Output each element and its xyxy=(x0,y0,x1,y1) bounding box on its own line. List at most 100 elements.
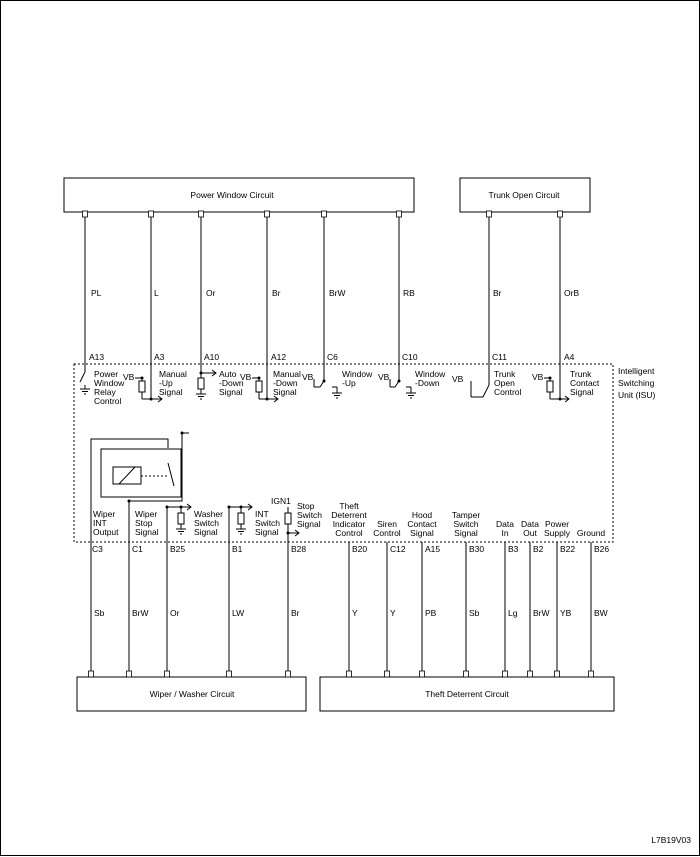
signal-label: Switch xyxy=(194,518,219,528)
signal-label: Contact xyxy=(570,378,600,388)
signal-label: Signal xyxy=(159,387,183,397)
signal-label: Out xyxy=(523,528,537,538)
vb-label: VB xyxy=(378,372,390,382)
signal-label: Signal xyxy=(454,528,478,538)
connector-pin xyxy=(148,210,154,218)
connector-pin xyxy=(198,210,204,218)
signal-label: Siren xyxy=(377,519,397,529)
wire-color-label: LW xyxy=(232,608,244,618)
signal-label: Trunk xyxy=(494,369,516,379)
pin-label: C1 xyxy=(132,544,143,554)
junction-dot xyxy=(149,397,153,401)
isu-bottom-internals: Washer Switch Signal INT Switch Signal I… xyxy=(93,496,605,542)
signal-label: Signal xyxy=(570,387,594,397)
connector-pin xyxy=(554,670,560,678)
pin-label: B20 xyxy=(352,544,367,554)
ign-label: IGN1 xyxy=(271,496,291,506)
connector-pin xyxy=(285,670,291,678)
signal-label: Control xyxy=(335,528,363,538)
signal-label: Contact xyxy=(407,519,437,529)
pin-label: B22 xyxy=(560,544,575,554)
signal-label: Ground xyxy=(577,528,606,538)
signal-label: Stop xyxy=(297,501,315,511)
pin-label: A12 xyxy=(271,352,286,362)
theft-deterrent-circuit-label: Theft Deterrent Circuit xyxy=(425,689,509,699)
signal-label: In xyxy=(501,528,508,538)
connector-pin xyxy=(588,670,594,678)
connector-pin xyxy=(396,210,402,218)
resistor xyxy=(255,380,263,393)
wire-color-label: BrW xyxy=(329,288,346,298)
pin-label: B28 xyxy=(291,544,306,554)
signal-label: Signal xyxy=(194,527,218,537)
connector-pin xyxy=(384,670,390,678)
connector-pin xyxy=(346,670,352,678)
signal-label: Manual xyxy=(159,369,187,379)
signal-label: Indicator xyxy=(333,519,366,529)
isu-label-line1: Intelligent xyxy=(618,366,655,376)
wire-color-label: RB xyxy=(403,288,415,298)
wire-color-label: PB xyxy=(425,608,437,618)
signal-label: Control xyxy=(94,396,122,406)
resistor xyxy=(197,377,205,390)
signal-label: INT xyxy=(93,518,107,528)
arrow-icon xyxy=(157,395,163,403)
resistor xyxy=(284,512,292,525)
diagram-code: L7B19V03 xyxy=(651,835,691,845)
trunk-open-circuit-label: Trunk Open Circuit xyxy=(488,190,560,200)
signal-label: -Down xyxy=(415,378,440,388)
signal-label: Power xyxy=(94,369,118,379)
wire-color-label: Lg xyxy=(508,608,518,618)
top-wires: PL A13 L A3 Or A10 Br A12 BrW C6 RB C10 … xyxy=(82,210,579,364)
signal-label: Manual xyxy=(273,369,301,379)
resistor xyxy=(177,512,185,525)
signal-label: Signal xyxy=(297,519,321,529)
signal-label: Wiper xyxy=(93,509,115,519)
signal-label: Tamper xyxy=(452,510,481,520)
connector-pin xyxy=(226,670,232,678)
pin-label: B1 xyxy=(232,544,243,554)
wire-color-label: BW xyxy=(594,608,608,618)
vb-label: VB xyxy=(123,372,135,382)
wiper-washer-circuit-label: Wiper / Washer Circuit xyxy=(150,689,235,699)
pin-label: B2 xyxy=(533,544,544,554)
signal-label: Data xyxy=(496,519,514,529)
signal-label: Hood xyxy=(412,510,433,520)
signal-label: Signal xyxy=(219,387,243,397)
signal-label: Open xyxy=(494,378,515,388)
connector-pin xyxy=(264,210,270,218)
signal-label: -Down xyxy=(273,378,298,388)
wire-color-label: Or xyxy=(170,608,180,618)
signal-label: Signal xyxy=(410,528,434,538)
isu-top-internals: Power Window Relay Control VB Manual -Up… xyxy=(79,364,600,406)
signal-label: Relay xyxy=(94,387,116,397)
vb-label: VB xyxy=(302,372,314,382)
power-window-circuit-label: Power Window Circuit xyxy=(190,190,274,200)
signal-label: Signal xyxy=(255,527,279,537)
signal-label: Window xyxy=(415,369,446,379)
relay-wire xyxy=(90,438,169,542)
pin-label: C6 xyxy=(327,352,338,362)
wire-color-label: Or xyxy=(206,288,216,298)
signal-label: Stop xyxy=(135,518,153,528)
relay-wire xyxy=(128,491,183,542)
connector-pin xyxy=(126,670,132,678)
connector-pin xyxy=(82,210,88,218)
trunk-open-circuit-box xyxy=(459,177,591,213)
connector-pin xyxy=(88,670,94,678)
signal-label: Deterrent xyxy=(331,510,367,520)
signal-label: Theft xyxy=(339,501,359,511)
pin-label: A4 xyxy=(564,352,575,362)
signal-label: -Up xyxy=(159,378,173,388)
wire-color-label: BrW xyxy=(533,608,550,618)
signal-label: Wiper xyxy=(135,509,157,519)
power-window-circuit-box xyxy=(63,177,415,213)
wire-color-label: Y xyxy=(352,608,358,618)
arrow-icon xyxy=(186,503,192,511)
connector-pin xyxy=(527,670,533,678)
wire-color-label: Sb xyxy=(94,608,105,618)
wire-color-label: YB xyxy=(560,608,572,618)
pin-label: C3 xyxy=(92,544,103,554)
